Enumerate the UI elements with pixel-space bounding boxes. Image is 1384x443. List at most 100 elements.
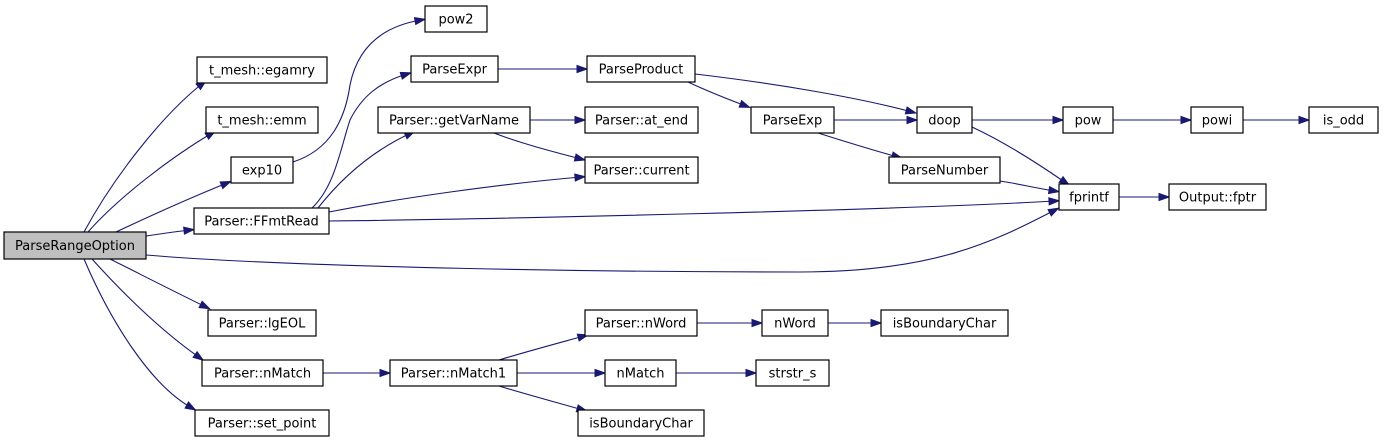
edge-line <box>87 132 213 233</box>
edge-parserangeoption-to-parser_set_point <box>83 258 197 411</box>
edge-parser_nmatch1-to-parser_nword <box>498 333 590 361</box>
node-t-mesh-emm[interactable]: t_mesh::emm <box>205 106 319 134</box>
node-parseexpr[interactable]: ParseExpr <box>410 55 499 83</box>
edge-exp10-to-pow2 <box>292 16 427 163</box>
node-box <box>377 106 531 134</box>
node-parser-nword[interactable]: Parser::nWord <box>584 309 698 337</box>
arrowhead-icon <box>413 16 427 26</box>
arrowhead-icon <box>751 318 764 328</box>
node-parsenumber[interactable]: ParseNumber <box>888 156 1001 184</box>
node-label: ParseProduct <box>599 63 684 78</box>
node-label: fprintf <box>1069 191 1109 206</box>
edge-powi-to-is_odd <box>1243 115 1311 125</box>
arrowhead-icon <box>184 401 197 411</box>
node-box <box>577 409 705 437</box>
nodes-layer: ParseRangeOption t_mesh::egamryt_mesh::em… <box>3 5 1379 437</box>
edge-line <box>817 132 899 158</box>
node-parserangeoption[interactable]: ParseRangeOption <box>3 231 147 260</box>
edge-line <box>493 132 582 160</box>
node-box <box>880 309 1009 337</box>
node-parser-getvarname[interactable]: Parser::getVarName <box>377 106 531 134</box>
edge-line <box>311 73 408 209</box>
node-label: nMatch <box>617 367 665 382</box>
node-label: Parser::current <box>593 164 689 179</box>
arrowhead-icon <box>1180 115 1193 125</box>
node-box <box>584 309 698 337</box>
node-nmatch[interactable]: nMatch <box>604 359 677 387</box>
node-box <box>230 156 294 184</box>
node-parser-current[interactable]: Parser::current <box>584 156 699 184</box>
edge-parseproduct-to-doop <box>694 73 918 115</box>
node-nword[interactable]: nWord <box>761 309 829 337</box>
node-box <box>207 309 317 337</box>
node-fprintf[interactable]: fprintf <box>1058 183 1120 211</box>
arrowhead-icon <box>574 173 587 182</box>
arrowhead-icon <box>1298 115 1311 125</box>
node-strstr-s[interactable]: strstr_s <box>755 359 830 387</box>
arrowhead-icon <box>745 368 758 378</box>
node-box <box>1168 183 1267 211</box>
node-parseexp[interactable]: ParseExp <box>750 106 835 134</box>
node-isboundarychar-2[interactable]: isBoundaryChar <box>577 409 705 437</box>
edge-line <box>317 132 412 209</box>
node-box <box>761 309 829 337</box>
node-label: Parser::nMatch1 <box>401 367 506 382</box>
node-parseproduct[interactable]: ParseProduct <box>586 55 696 83</box>
arrowhead-icon <box>594 368 607 378</box>
edge-parser_nmatch1-to-isboundarychar_2 <box>498 385 589 413</box>
node-box <box>196 56 328 84</box>
edge-parserangeoption-to-parser_lgeol <box>109 258 211 310</box>
edge-line <box>328 176 582 213</box>
node-box <box>194 409 330 437</box>
node-label: Parser::lgEOL <box>219 317 307 332</box>
arrowhead-icon <box>1158 192 1171 202</box>
node-parser-at-end[interactable]: Parser::at_end <box>584 106 699 134</box>
arrowhead-icon <box>1047 207 1060 217</box>
arrowhead-icon <box>1047 185 1061 195</box>
node-label: Parser::FFmtRead <box>204 215 319 230</box>
node-box <box>584 106 699 134</box>
edge-line <box>694 73 913 113</box>
node-parser-lgeol[interactable]: Parser::lgEOL <box>207 309 317 337</box>
node-box <box>1308 106 1379 134</box>
edge-parserangeoption-to-parser_nmatch <box>91 258 205 362</box>
node-label: t_mesh::emm <box>217 114 306 129</box>
node-powi[interactable]: powi <box>1190 106 1244 134</box>
node-isboundarychar-1[interactable]: isBoundaryChar <box>880 309 1009 337</box>
node-is-odd[interactable]: is_odd <box>1308 106 1379 134</box>
node-exp10[interactable]: exp10 <box>230 156 294 184</box>
edge-parser_getvarname-to-parser_current <box>493 132 587 162</box>
node-doop[interactable]: doop <box>916 106 973 134</box>
arrowhead-icon <box>904 106 918 115</box>
node-box <box>604 359 677 387</box>
node-t-mesh-egamry[interactable]: t_mesh::egamry <box>196 56 328 84</box>
node-box <box>916 106 973 134</box>
node-parser-nmatch1[interactable]: Parser::nMatch1 <box>389 359 518 387</box>
node-pow[interactable]: pow <box>1062 106 1114 134</box>
node-label: ParseNumber <box>901 164 989 179</box>
node-label: is_odd <box>1323 114 1364 129</box>
edge-parser_ffmtread-to-fprintf <box>328 197 1061 222</box>
edge-line <box>83 258 193 409</box>
edge-line <box>687 81 747 107</box>
node-label: doop <box>928 114 960 129</box>
arrowhead-icon <box>379 368 392 378</box>
edge-parseexpr-to-parseproduct <box>498 64 589 74</box>
edge-line <box>91 258 201 359</box>
arrowhead-icon <box>576 64 589 74</box>
node-parser-set-point[interactable]: Parser::set_point <box>194 409 330 437</box>
node-parser-nmatch[interactable]: Parser::nMatch <box>201 359 324 387</box>
node-output-fptr[interactable]: Output::fptr <box>1168 183 1267 211</box>
node-pow2[interactable]: pow2 <box>424 5 488 33</box>
arrowhead-icon <box>219 180 233 190</box>
node-label: pow <box>1075 114 1102 129</box>
edge-parseproduct-to-parseexp <box>687 81 752 108</box>
node-parser-ffmtread[interactable]: Parser::FFmtRead <box>193 207 330 235</box>
node-box <box>3 231 147 260</box>
node-label: Parser::nWord <box>596 317 687 332</box>
node-box <box>193 207 330 235</box>
edge-parserangeoption-to-parser_ffmtread <box>145 226 196 237</box>
edge-parseexp-to-parsenumber <box>817 132 904 160</box>
edge-parserangeoption-to-fprintf <box>145 207 1060 273</box>
